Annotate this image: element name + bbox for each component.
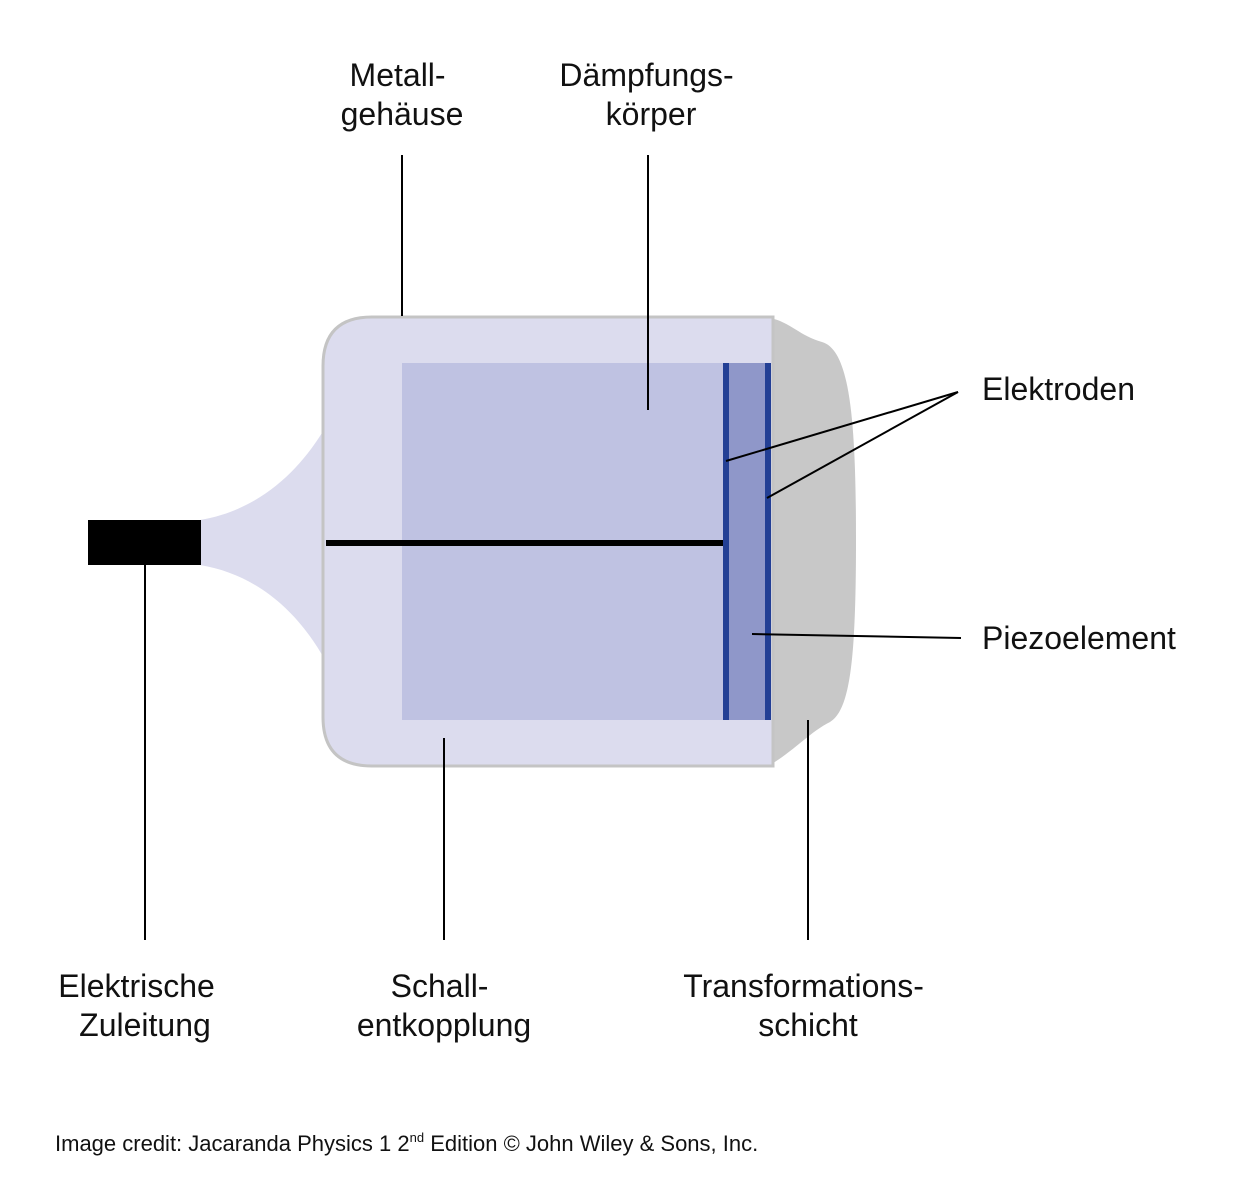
wire: [326, 540, 723, 546]
transformation-layer: [770, 318, 856, 765]
electrode-right: [765, 363, 771, 720]
image-credit: Image credit: Jacaranda Physics 1 2nd Ed…: [55, 1130, 758, 1156]
label-metallgehaeuse: Metall- gehäuse: [341, 57, 464, 132]
label-transformationsschicht: Transformations- schicht: [683, 968, 933, 1043]
label-piezoelement: Piezoelement: [982, 620, 1176, 656]
piezo-element: [729, 363, 765, 720]
cable-connector: [88, 520, 201, 565]
electrode-left: [723, 363, 729, 720]
leader-piezoelement: [751, 633, 962, 639]
label-daempfungskoerper: Dämpfungs- körper: [559, 57, 742, 132]
leader-elektroden-2: [766, 391, 959, 499]
label-elektrische-zuleitung: Elektrische Zuleitung: [58, 968, 223, 1043]
cable-cone: [200, 428, 325, 660]
label-schallentkopplung: Schall- entkopplung: [357, 968, 531, 1043]
label-elektroden: Elektroden: [982, 371, 1135, 407]
leader-elektroden-1: [725, 391, 959, 462]
